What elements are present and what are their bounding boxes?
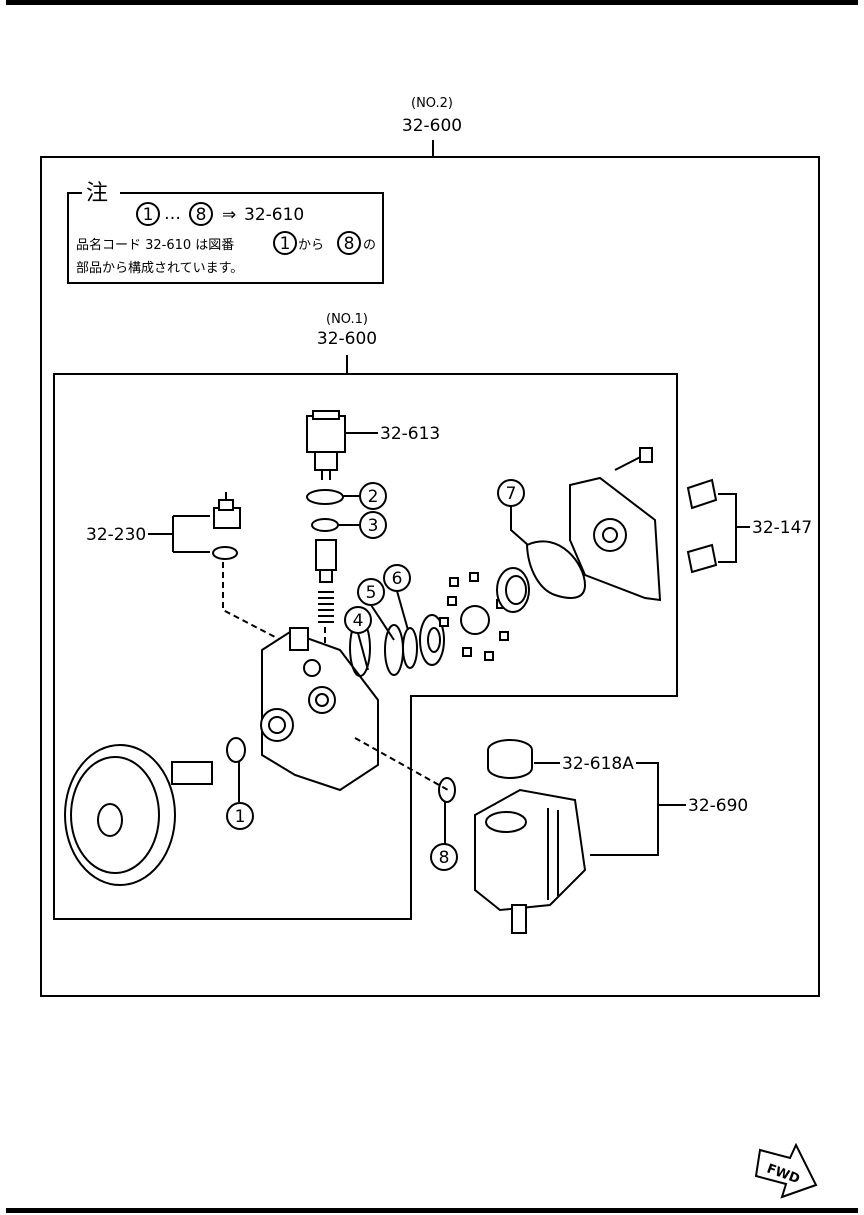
callout-8: 8 [439, 848, 450, 868]
o-ring-6 [402, 627, 418, 669]
assembly-no1-frame [53, 373, 678, 920]
pump-body [260, 627, 379, 792]
flow-control-valve [315, 539, 337, 623]
callout-4: 4 [353, 611, 364, 631]
callout-5: 5 [366, 583, 377, 603]
label-32-618A: 32-618A [562, 754, 634, 774]
note-to-number: 8 [196, 205, 207, 225]
rotor-vane-set [419, 567, 530, 666]
note-line2-n1: 1 [280, 234, 291, 254]
note-sep: … [164, 204, 181, 224]
note-line2-a: 品名コード 32-610 は図番 [76, 237, 234, 253]
clip-32-147 [686, 478, 718, 574]
reservoir-32-690 [474, 788, 587, 934]
rear-housing [569, 447, 662, 602]
note-from-number: 1 [143, 205, 154, 225]
callout-2: 2 [368, 487, 379, 507]
note-line2-c: の [363, 238, 376, 253]
note-box [67, 192, 384, 284]
note-line2-b: から [298, 238, 324, 253]
label-32-613: 32-613 [380, 424, 440, 444]
gasket-7 [525, 540, 587, 599]
note-arrow: ⇒ [222, 205, 236, 225]
o-ring-2 [306, 489, 344, 505]
connector-32-230 [212, 492, 241, 560]
note-line2-n2: 8 [344, 234, 355, 254]
label-32-147: 32-147 [752, 518, 812, 538]
top-rule [6, 0, 858, 5]
assembly-no1-tag: (NO.1) [326, 312, 368, 327]
label-32-230: 32-230 [86, 525, 146, 545]
note-part: 32-610 [244, 205, 304, 225]
assembly-no2-tag: (NO.2) [411, 96, 453, 111]
fwd-arrow-icon: FWD [754, 1142, 818, 1199]
callout-6: 6 [392, 569, 403, 589]
label-32-690: 32-690 [688, 796, 748, 816]
assembly-no1-part: 32-600 [317, 329, 377, 349]
callout-1: 1 [235, 807, 246, 827]
bottom-rule [6, 1208, 858, 1213]
o-ring-8 [438, 777, 456, 803]
fitting-32-613 [306, 410, 346, 480]
oil-seal-1 [226, 737, 246, 763]
assembly-no2-part: 32-600 [402, 116, 462, 136]
o-ring-3 [311, 518, 339, 532]
note-title: 注 [86, 181, 108, 206]
pulley [64, 744, 213, 886]
callout-7: 7 [506, 484, 517, 504]
o-ring-5 [384, 624, 404, 676]
note-line3: 部品から構成されています。 [76, 261, 243, 276]
assembly-no2-frame [40, 156, 820, 997]
reservoir-cap-32-618A [487, 739, 533, 779]
callout-3: 3 [368, 516, 379, 536]
